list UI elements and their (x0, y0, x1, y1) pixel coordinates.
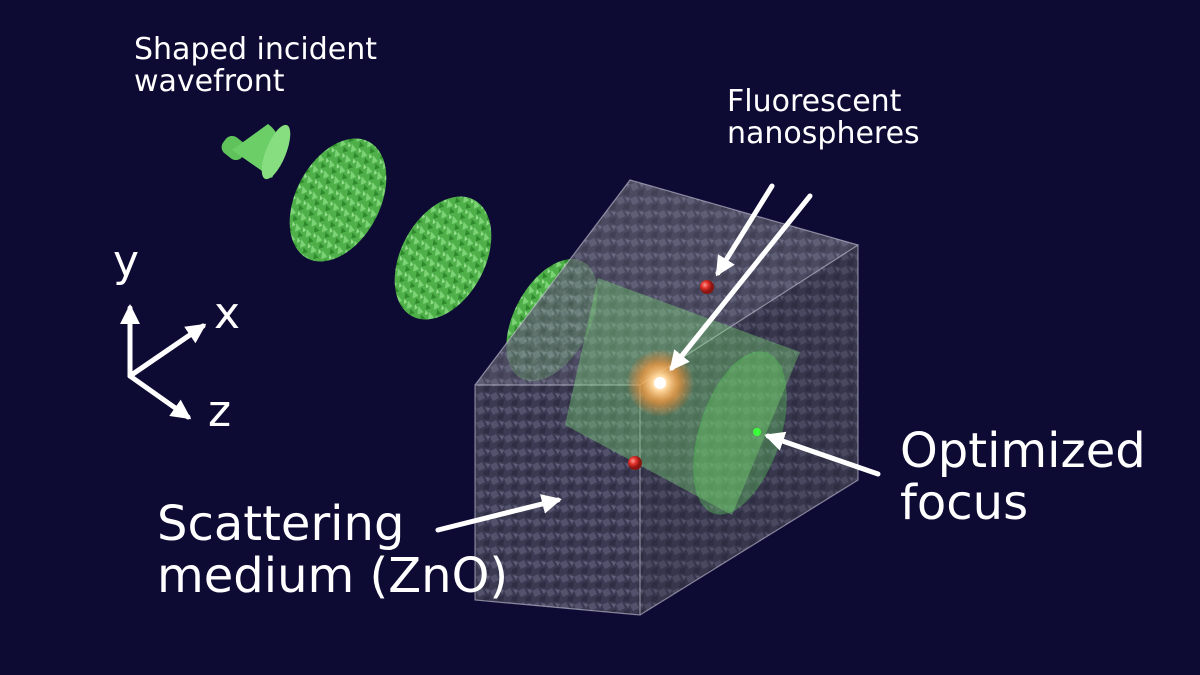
arrow-to-scattering-medium (435, 494, 562, 533)
nanosphere-bottom (628, 456, 642, 470)
wavefront-shape-2 (394, 196, 492, 320)
wavefront-source-icon (221, 124, 291, 180)
arrow-to-optimized-focus (764, 431, 881, 477)
label-optimized-focus: Optimized focus (900, 423, 1146, 531)
label-scattering-medium: Scattering medium (ZnO) (157, 496, 509, 604)
central-nanosphere (654, 377, 666, 389)
nanosphere-top (700, 280, 714, 294)
wavefront-shape-1 (289, 138, 387, 262)
arrow-to-nanosphere-top (715, 183, 775, 277)
axis-label-y: y (113, 236, 140, 287)
axis-label-x: x (214, 288, 241, 339)
axes-icon (120, 304, 207, 420)
axis-label-z: z (208, 386, 232, 437)
label-wavefront: Shaped incident wavefront (134, 32, 377, 100)
arrow-to-nanosphere-center (669, 193, 813, 372)
optimized-focus-point (753, 428, 761, 436)
label-nanospheres: Fluorescent nanospheres (727, 84, 920, 152)
